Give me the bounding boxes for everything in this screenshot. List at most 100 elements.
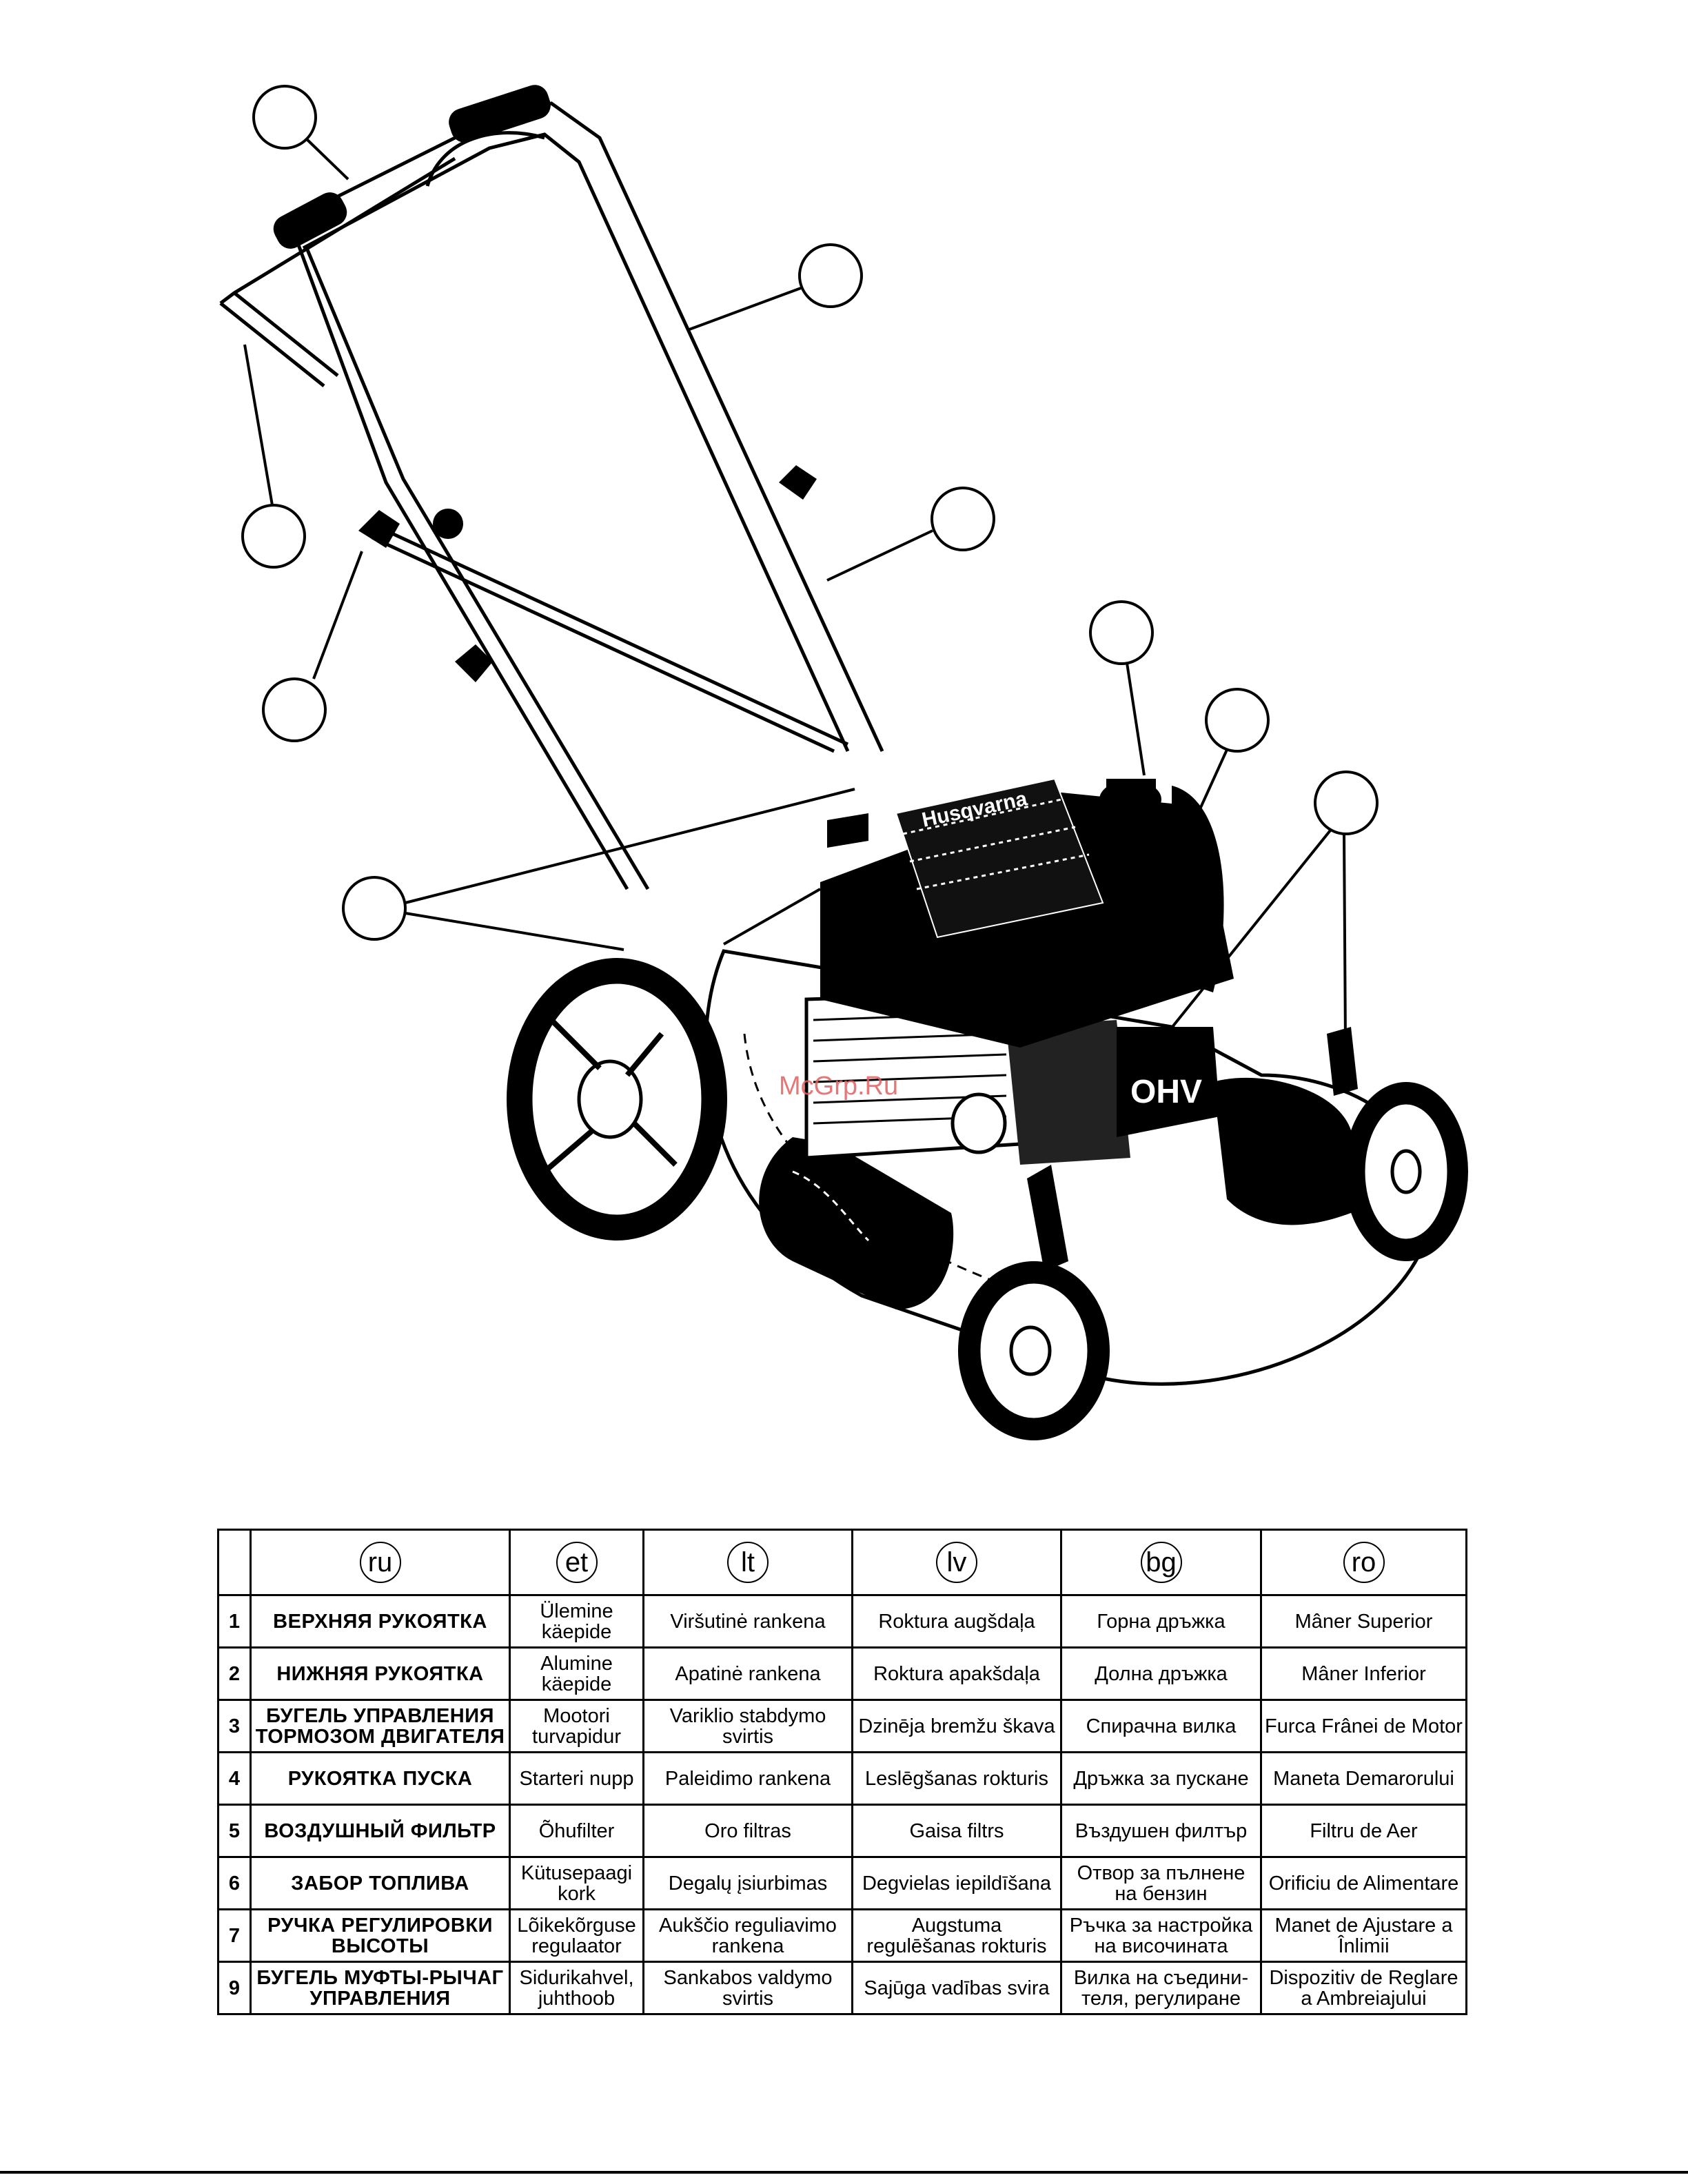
callout-circle	[241, 504, 306, 569]
part-name-lv: Augstuma regulēšanas rokturis	[851, 1908, 1062, 1963]
rear-shield	[1213, 1077, 1351, 1225]
part-name-lt: Sankabos valdymo svirtis	[642, 1961, 853, 2015]
part-name-et: Ülemine käepide	[509, 1594, 644, 1649]
part-number: 1	[217, 1594, 252, 1649]
part-name-lv: Roktura augšdaļa	[851, 1594, 1062, 1649]
part-name-et: Mootori turvapidur	[509, 1699, 644, 1753]
height-adjust-lever	[1327, 1027, 1358, 1096]
callout-circle	[1205, 688, 1270, 753]
part-name-ro: Maneta Demarorului	[1260, 1751, 1467, 1806]
part-name-bg: Горна дръжка	[1060, 1594, 1262, 1649]
part-name-et: Lõikekõrguse regulaator	[509, 1908, 644, 1963]
language-header: ru	[250, 1529, 511, 1596]
part-number: 4	[217, 1751, 252, 1806]
part-name-lt: Variklio stabdymo svirtis	[642, 1699, 853, 1753]
part-name-ru: НИЖНЯЯ РУКОЯТКА	[250, 1646, 511, 1701]
front-wheel-left	[958, 1261, 1110, 1440]
part-name-bg: Отвор за пълнене на бензин	[1060, 1856, 1262, 1910]
language-badge: lt	[727, 1542, 769, 1583]
language-header-row: ru et lt lv bg ro	[217, 1529, 1467, 1596]
part-number: 3	[217, 1699, 252, 1753]
part-name-ro: Dispozitiv de Reglare a Ambreiajului	[1260, 1961, 1467, 2015]
part-number: 5	[217, 1804, 252, 1858]
language-header: ro	[1260, 1529, 1467, 1596]
air-filter	[1172, 786, 1224, 992]
part-name-lt: Oro filtras	[642, 1804, 853, 1858]
oil-cap	[827, 813, 868, 848]
part-name-ro: Filtru de Aer	[1260, 1804, 1467, 1858]
part-name-lt: Degalų įsiurbimas	[642, 1856, 853, 1910]
part-name-lt: Apatinė rankena	[642, 1646, 853, 1701]
language-header: bg	[1060, 1529, 1262, 1596]
height-adjust-lever	[1027, 1165, 1068, 1272]
discharge-chute	[759, 1137, 954, 1309]
upper-grip	[449, 85, 551, 143]
lawn-mower-illustration: OHV Husqvarna	[219, 85, 1468, 1440]
part-number: 6	[217, 1856, 252, 1910]
part-name-ru: ЗАБОР ТОПЛИВА	[250, 1856, 511, 1910]
callout-circle	[262, 677, 327, 742]
part-name-lv: Leslēgšanas rokturis	[851, 1751, 1062, 1806]
mower-handle	[219, 101, 884, 890]
handle-knob	[358, 510, 400, 548]
part-name-ro: Mâner Inferior	[1260, 1646, 1467, 1701]
part-name-bg: Дръжка за пускане	[1060, 1751, 1262, 1806]
part-name-ru: БУГЕЛЬ УПРАВЛЕНИЯ ТОРМОЗОМ ДВИГАТЕЛЯ	[250, 1699, 511, 1753]
language-badge: lv	[936, 1542, 977, 1583]
rear-wheel	[507, 958, 727, 1241]
upper-grip	[273, 192, 347, 249]
part-name-bg: Спирачна вилка	[1060, 1699, 1262, 1753]
callout-circle	[798, 243, 863, 308]
handle-knob	[779, 465, 817, 500]
part-name-lv: Gaisa filtrs	[851, 1804, 1062, 1858]
part-name-lv: Roktura apakšdaļa	[851, 1646, 1062, 1701]
callout-circles	[241, 85, 1379, 941]
header-number-cell	[217, 1529, 252, 1596]
part-name-ru: РУЧКА РЕГУЛИРОВКИ ВЫСОТЫ	[250, 1908, 511, 1963]
language-header: lv	[851, 1529, 1062, 1596]
part-name-ro: Manet de Ajustare a Înlimii	[1260, 1908, 1467, 1963]
part-name-lt: Aukščio reguliavimo rankena	[642, 1908, 853, 1963]
part-name-ru: ВОЗДУШНЫЙ ФИЛЬТР	[250, 1804, 511, 1858]
language-badge: ro	[1343, 1542, 1385, 1583]
part-name-lv: Degvielas iepildīšana	[851, 1856, 1062, 1910]
part-name-ru: ВЕРХНЯЯ РУКОЯТКА	[250, 1594, 511, 1649]
part-name-bg: Вилка на съедини-теля, регулиране	[1060, 1961, 1262, 2015]
part-name-et: Sidurikahvel, juhthoob	[509, 1961, 644, 2015]
page-rule	[0, 2171, 1688, 2174]
part-number: 7	[217, 1908, 252, 1963]
part-number: 9	[217, 1961, 252, 2015]
part-name-ro: Orificiu de Alimentare	[1260, 1856, 1467, 1910]
starter-cap	[950, 1092, 1007, 1154]
part-name-bg: Въздушен филтър	[1060, 1804, 1262, 1858]
part-name-bg: Долна дръжка	[1060, 1646, 1262, 1701]
callout-circle	[1314, 770, 1379, 835]
front-wheel-right	[1344, 1082, 1468, 1261]
language-header: lt	[642, 1529, 853, 1596]
part-name-lt: Paleidimo rankena	[642, 1751, 853, 1806]
part-name-lv: Sajūga vadības svira	[851, 1961, 1062, 2015]
engine: OHV Husqvarna	[804, 777, 1234, 1165]
callout-circle	[252, 85, 317, 150]
language-badge: bg	[1140, 1542, 1182, 1583]
part-name-et: Õhufilter	[509, 1804, 644, 1858]
part-name-et: Starteri nupp	[509, 1751, 644, 1806]
language-badge: ru	[359, 1542, 401, 1583]
part-number: 2	[217, 1646, 252, 1701]
language-header: et	[509, 1529, 644, 1596]
watermark: McGrp.Ru	[779, 1072, 899, 1101]
handle-knob	[433, 509, 463, 539]
part-name-et: Kütusepaagi kork	[509, 1856, 644, 1910]
part-name-ro: Mâner Superior	[1260, 1594, 1467, 1649]
callout-circle	[1089, 600, 1154, 665]
